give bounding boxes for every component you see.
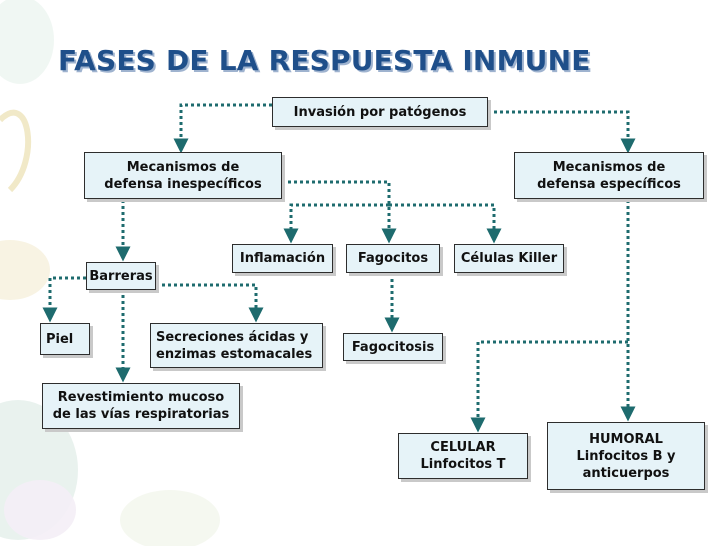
node-fagocitos-label: Fagocitos: [357, 251, 429, 266]
node-revestimiento-label: Revestimiento mucoso de las vías respira…: [52, 390, 230, 422]
node-barreras-label: Barreras: [89, 268, 153, 284]
connector-to-killer: [389, 203, 502, 244]
node-barreras: Barreras: [86, 262, 156, 290]
node-defensa-inespecificos-label: Mecanismos de defensa inespecíficos: [104, 159, 262, 192]
connector-barreras-secreciones: [156, 283, 264, 323]
node-invasion: Invasión por patógenos: [272, 97, 488, 127]
node-piel-label: Piel: [46, 331, 74, 347]
node-inflamacion-label: Inflamación: [239, 251, 326, 266]
page-title: FASES DE LA RESPUESTA INMUNE: [58, 44, 591, 77]
node-piel: Piel: [40, 323, 90, 355]
connector-to-inflamacion: [283, 203, 389, 244]
node-secreciones-label: Secreciones ácidas y enzimas estomacales: [156, 329, 313, 362]
node-invasion-label: Invasión por patógenos: [293, 104, 467, 120]
connector-barreras-piel: [42, 276, 86, 323]
node-defensa-especificos: Mecanismos de defensa específicos: [514, 152, 704, 199]
connector-especificos-celular: [470, 340, 628, 433]
node-celulas-killer-label: Células Killer: [460, 251, 558, 266]
connector-invasion-inespecificos: [173, 103, 272, 154]
node-celulas-killer: Células Killer: [454, 244, 564, 273]
node-inflamacion: Inflamación: [232, 244, 333, 273]
node-defensa-inespecificos: Mecanismos de defensa inespecíficos: [84, 152, 282, 199]
node-humoral: HUMORAL Linfocitos B y anticuerpos: [547, 422, 705, 490]
node-fagocitosis-label: Fagocitosis: [351, 339, 435, 355]
node-defensa-especificos-label: Mecanismos de defensa específicos: [537, 159, 681, 192]
node-revestimiento: Revestimiento mucoso de las vías respira…: [42, 383, 240, 429]
connector-inespecificos-fagocitos: [282, 180, 397, 244]
node-fagocitos: Fagocitos: [346, 244, 440, 273]
node-celular: CELULAR Linfocitos T: [398, 433, 528, 479]
connector-invasion-especificos: [488, 110, 636, 154]
node-celular-label: CELULAR Linfocitos T: [420, 440, 506, 472]
node-secreciones: Secreciones ácidas y enzimas estomacales: [150, 323, 323, 368]
node-fagocitosis: Fagocitosis: [343, 333, 443, 361]
node-humoral-label: HUMORAL Linfocitos B y anticuerpos: [576, 431, 676, 481]
